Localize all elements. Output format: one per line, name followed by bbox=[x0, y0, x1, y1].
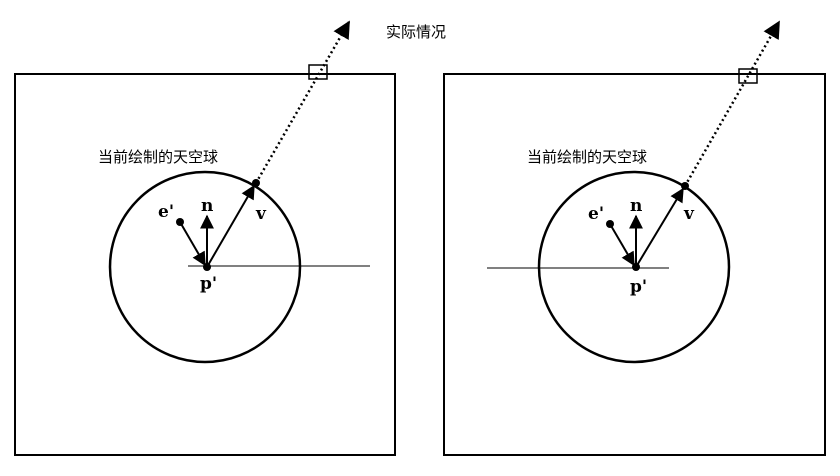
caption-actual-situation: 实际情况 bbox=[386, 23, 446, 41]
left-label-e: e' bbox=[158, 202, 174, 222]
right-label-e: e' bbox=[588, 204, 604, 224]
right-e-point bbox=[606, 220, 614, 228]
left-e-vector bbox=[179, 221, 206, 267]
left-skysphere-label: 当前绘制的天空球 bbox=[98, 148, 218, 166]
left-e-point bbox=[176, 218, 184, 226]
right-skysphere-circle bbox=[537, 170, 731, 364]
left-v-point bbox=[252, 179, 260, 187]
left-panel: 当前绘制的天空球 e' n v p' bbox=[14, 20, 396, 456]
left-label-p: p' bbox=[200, 274, 217, 294]
left-label-n: n bbox=[201, 196, 213, 216]
left-sample-box bbox=[308, 64, 328, 80]
left-p-point bbox=[203, 263, 211, 271]
right-v-point bbox=[681, 182, 689, 190]
left-v-vector bbox=[206, 184, 255, 268]
right-label-n: n bbox=[630, 196, 642, 216]
right-label-p: p' bbox=[630, 277, 647, 297]
right-dotted-ray bbox=[683, 20, 781, 187]
left-frame bbox=[14, 73, 396, 456]
left-label-v: v bbox=[255, 204, 267, 224]
right-frame bbox=[443, 73, 826, 456]
left-skysphere-circle bbox=[108, 170, 302, 364]
right-panel: 当前绘制的天空球 e' n v p' bbox=[443, 20, 826, 456]
right-label-v: v bbox=[683, 204, 695, 224]
right-v-vector bbox=[635, 187, 684, 268]
right-skysphere-label: 当前绘制的天空球 bbox=[527, 148, 647, 166]
right-sample-box bbox=[738, 68, 758, 84]
left-dotted-ray bbox=[254, 20, 351, 184]
right-e-vector bbox=[609, 223, 635, 267]
right-p-point bbox=[632, 263, 640, 271]
